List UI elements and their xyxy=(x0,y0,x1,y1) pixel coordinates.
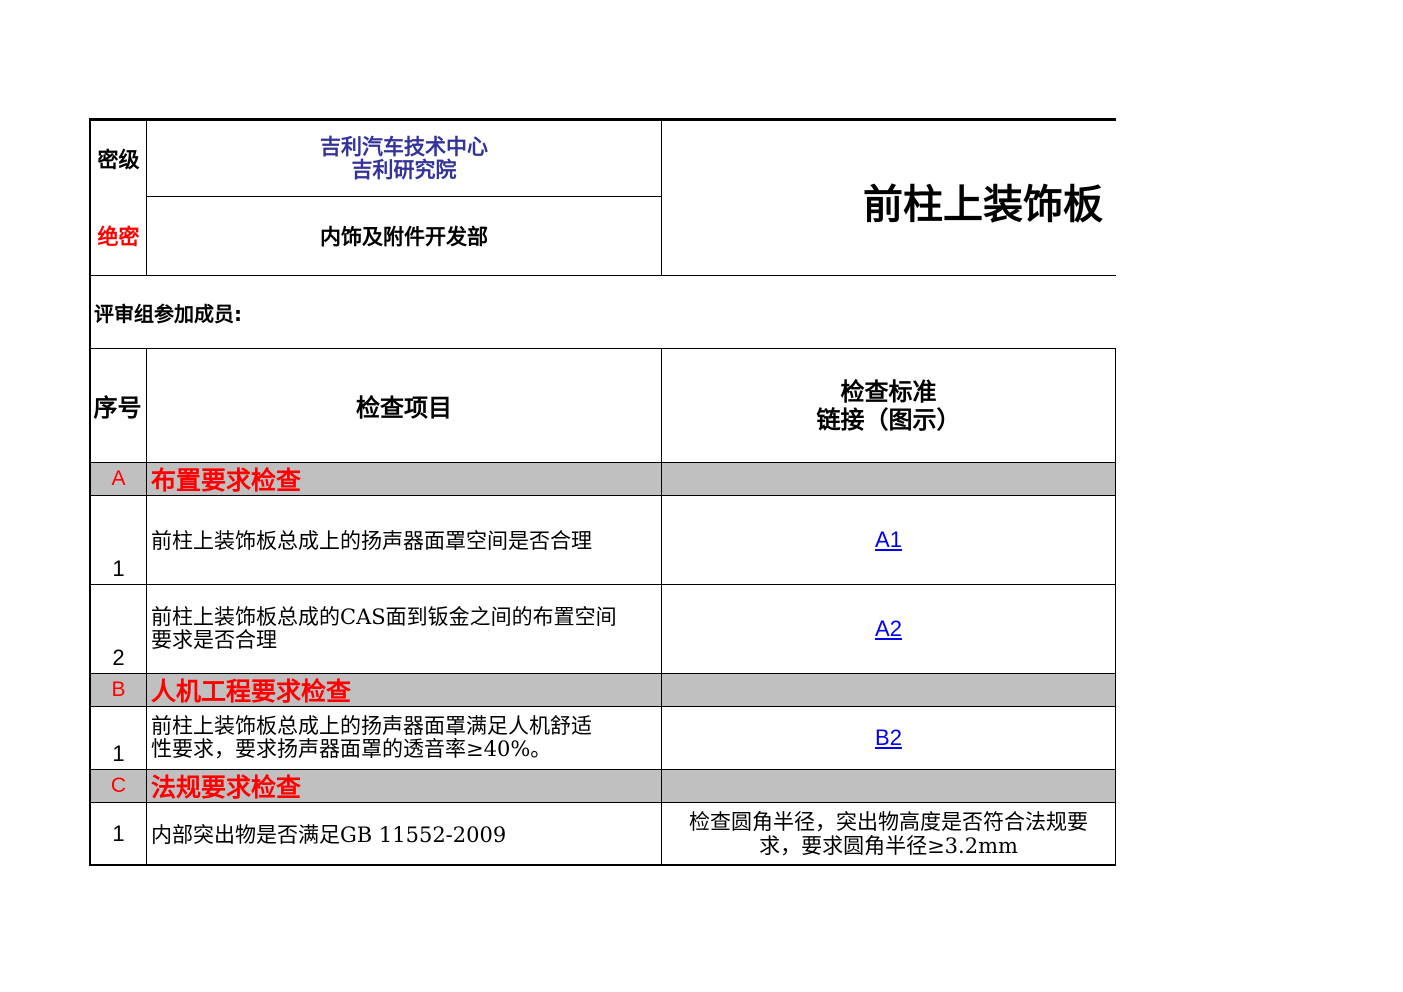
review-checklist-sheet: 密级 绝密 吉利汽车技术中心 吉利研究院 内饰及附件开发部 前柱上装饰板 评审组… xyxy=(89,118,1116,866)
department-name: 内饰及附件开发部 xyxy=(320,225,488,249)
org-line-1: 吉利汽车技术中心 xyxy=(320,134,488,159)
grid-line xyxy=(89,118,1116,121)
check-item: 前柱上装饰板总成上的扬声器面罩满足人机舒适 性要求，要求扬声器面罩的透音率≥40… xyxy=(151,714,592,761)
column-header-standard: 检查标准 链接（图示） xyxy=(662,349,1115,462)
secrecy-value: 绝密 xyxy=(97,225,140,249)
review-members-label: 评审组参加成员: xyxy=(94,301,242,326)
check-standard: 检查圆角半径，突出物高度是否符合法规要 求，要求圆角半径≥3.2mm xyxy=(662,803,1115,864)
section-title: 布置要求检查 xyxy=(151,466,302,495)
row-number: 1 xyxy=(112,741,125,766)
grid-line xyxy=(1115,348,1116,866)
standard-link-a1[interactable]: A1 xyxy=(875,527,902,552)
column-header-item: 检查项目 xyxy=(356,394,452,422)
grid-line xyxy=(89,769,1116,770)
secrecy-label: 密级 xyxy=(97,147,140,172)
grid-line xyxy=(89,706,1116,707)
grid-line xyxy=(89,348,1116,349)
standard-line-2: 求，要求圆角半径≥3.2mm xyxy=(759,833,1018,858)
grid-line xyxy=(89,864,1116,866)
section-title: 人机工程要求检查 xyxy=(151,677,352,706)
check-item: 前柱上装饰板总成上的扬声器面罩空间是否合理 xyxy=(151,529,592,553)
grid-line xyxy=(89,275,1116,276)
grid-line xyxy=(147,196,662,197)
standard-link-a2[interactable]: A2 xyxy=(875,616,902,641)
document-title: 前柱上装饰板 xyxy=(863,182,1103,228)
grid-line xyxy=(89,118,91,866)
grid-line xyxy=(661,348,662,866)
standard-link-cell: A1 xyxy=(662,496,1115,584)
section-code: B xyxy=(111,678,126,701)
standard-line-1: 检查圆角半径，突出物高度是否符合法规要 xyxy=(689,809,1088,834)
section-c-band xyxy=(89,769,1116,802)
grid-line xyxy=(89,673,1116,674)
section-b-band xyxy=(89,673,1116,706)
check-item: 前柱上装饰板总成的CAS面到钣金之间的布置空间 要求是否合理 xyxy=(151,605,617,652)
org-line-2: 吉利研究院 xyxy=(351,157,457,182)
row-number: 1 xyxy=(112,556,125,581)
section-code: C xyxy=(110,774,127,797)
grid-line xyxy=(89,802,1116,803)
row-number: 1 xyxy=(112,820,125,846)
section-title: 法规要求检查 xyxy=(151,773,302,802)
organization-name: 吉利汽车技术中心 吉利研究院 xyxy=(147,121,661,196)
grid-line xyxy=(89,584,1116,585)
check-item: 内部突出物是否满足GB 11552-2009 xyxy=(151,822,507,847)
column-header-index: 序号 xyxy=(93,394,142,422)
standard-header-line-2: 链接（图示） xyxy=(816,405,961,434)
standard-link-b2[interactable]: B2 xyxy=(875,725,902,750)
section-a-band xyxy=(89,462,1116,495)
row-number: 2 xyxy=(112,645,125,670)
grid-line xyxy=(89,495,1116,496)
grid-line xyxy=(146,348,147,866)
grid-line xyxy=(146,118,147,276)
standard-link-cell: B2 xyxy=(662,707,1115,769)
grid-line xyxy=(89,462,1116,463)
standard-link-cell: A2 xyxy=(662,585,1115,673)
grid-line xyxy=(661,118,662,276)
standard-header-line-1: 检查标准 xyxy=(840,377,937,406)
section-code: A xyxy=(111,467,126,490)
